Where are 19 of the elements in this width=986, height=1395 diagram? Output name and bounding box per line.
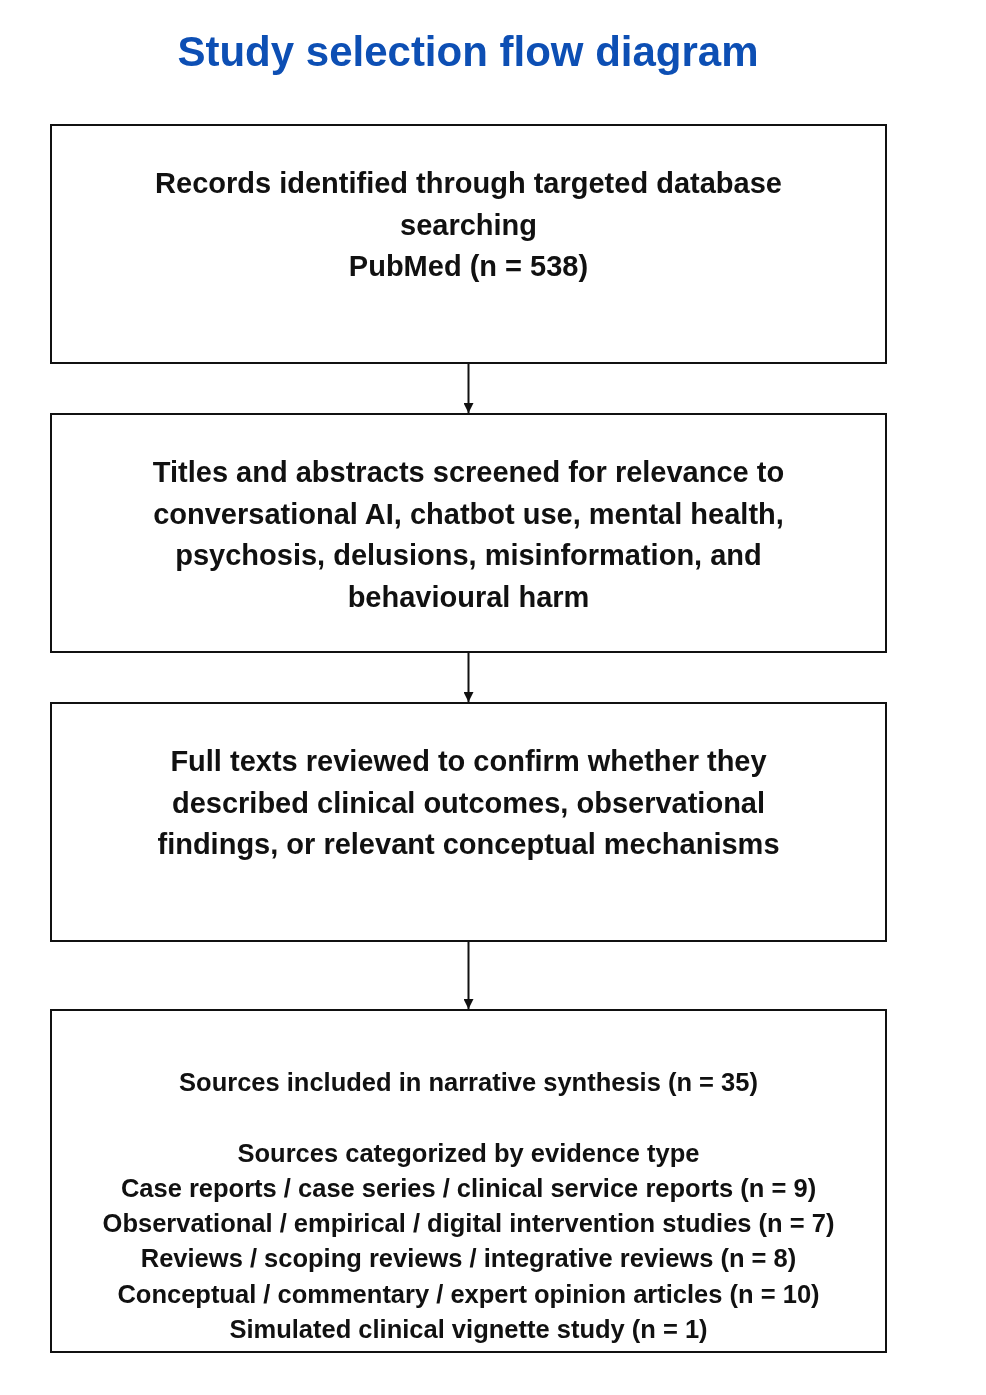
arrow xyxy=(463,941,474,1010)
process-box xyxy=(50,702,887,942)
category-count: Observational / empirical / digital intervention studies (n = 7) xyxy=(102,1208,835,1240)
category-count: Case reports / case series / clinical service reports (n = 9) xyxy=(120,1172,817,1204)
category-count: Reviews / scoping reviews / integrative reviews (n = 8) xyxy=(140,1243,797,1275)
step-description: Records identified through targeted database searching xyxy=(154,166,783,243)
process-box xyxy=(50,124,887,364)
total-count: Sources included in narrative synthesis (n = 35) xyxy=(179,1067,758,1098)
record-count: PubMed (n = 538) xyxy=(348,249,589,284)
step-description: Full texts reviewed to confirm whether they described clinical outcomes, observational findings, or relevant conceptual mechanisms xyxy=(156,744,781,862)
step-description: Titles and abstracts screened for relevance to conversational AI, chatbot use, mental health, psychosis, delusions, misinformation, and behavioural harm xyxy=(151,455,786,615)
arrow xyxy=(463,652,474,703)
process-box xyxy=(50,1009,887,1353)
category-count: Simulated clinical vignette study (n = 1) xyxy=(229,1314,708,1346)
category-heading: Sources categorized by evidence type xyxy=(237,1137,700,1169)
category-count: Conceptual / commentary / expert opinion articles (n = 10) xyxy=(117,1278,820,1310)
diagram-title: Study selection flow diagram xyxy=(177,27,759,77)
process-box xyxy=(50,413,887,653)
arrow xyxy=(463,363,474,414)
